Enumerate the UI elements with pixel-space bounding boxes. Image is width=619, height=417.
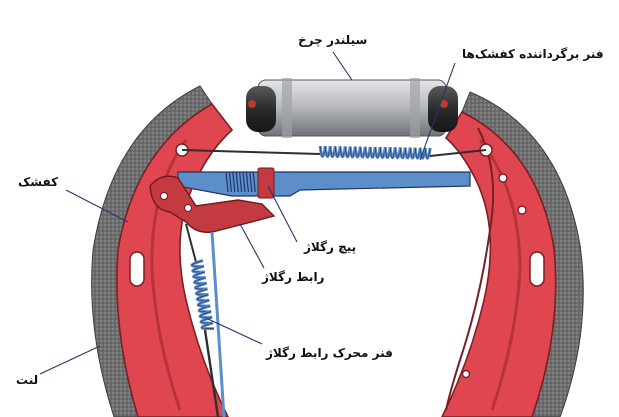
leader-line [239,223,265,269]
spring-coil-edge [424,147,431,159]
adjuster-link-pivot [160,192,168,200]
leader-line [205,317,263,345]
right-shoe-pin [517,205,527,215]
left-shoe-slot [129,251,145,287]
adjuster-link-spring-label: فنر محرک رابط رگلاژ [266,346,393,360]
adjuster-link-label: رابط رگلاژ [262,270,325,284]
spring-coil-edge [201,322,214,330]
adjuster-link-spring [190,259,214,331]
screw-thread [235,171,239,193]
right-shoe-pin [461,369,471,379]
return-spring [318,145,432,160]
adjuster-link [149,175,276,233]
right-shoe-rib [478,139,522,411]
screw-thread [252,171,256,193]
handbrake-cable [203,329,220,417]
adjuster-screw [225,171,256,193]
shoe-label: کفشک [18,175,59,189]
screw-thread [225,171,229,193]
lining-label: لنت [16,373,39,387]
leader-line [65,189,129,223]
wheel-cylinder [246,78,458,138]
right-shoe-pin [498,173,508,183]
leader-line [332,51,353,81]
left-shoe-rib [150,139,188,411]
right-shoe-slot [529,251,545,287]
handbrake-cable [210,231,226,417]
screw-thread [239,171,243,193]
leader-line [267,185,298,243]
right-shoe-web [445,127,495,411]
return-spring-label: فنر برگرداننده کفشک‌ها [462,47,604,61]
adjuster-screw-label: پیچ رگلاژ [304,240,357,254]
link-spring-hook [185,223,197,263]
screw-thread [228,171,232,193]
return-spring-hook [181,149,321,155]
right-brake-shoe [441,110,557,417]
wheel-cylinder-label: سیلندر چرخ [298,33,368,47]
return-spring-hook [429,149,487,157]
screw-thread [249,171,253,193]
leader-line [419,62,456,161]
adjuster-rod [177,171,471,197]
screw-thread [245,171,249,193]
leader-line [39,345,101,375]
screw-thread [232,171,236,193]
adjuster-link-pivot [184,204,192,212]
screw-thread [242,171,246,193]
